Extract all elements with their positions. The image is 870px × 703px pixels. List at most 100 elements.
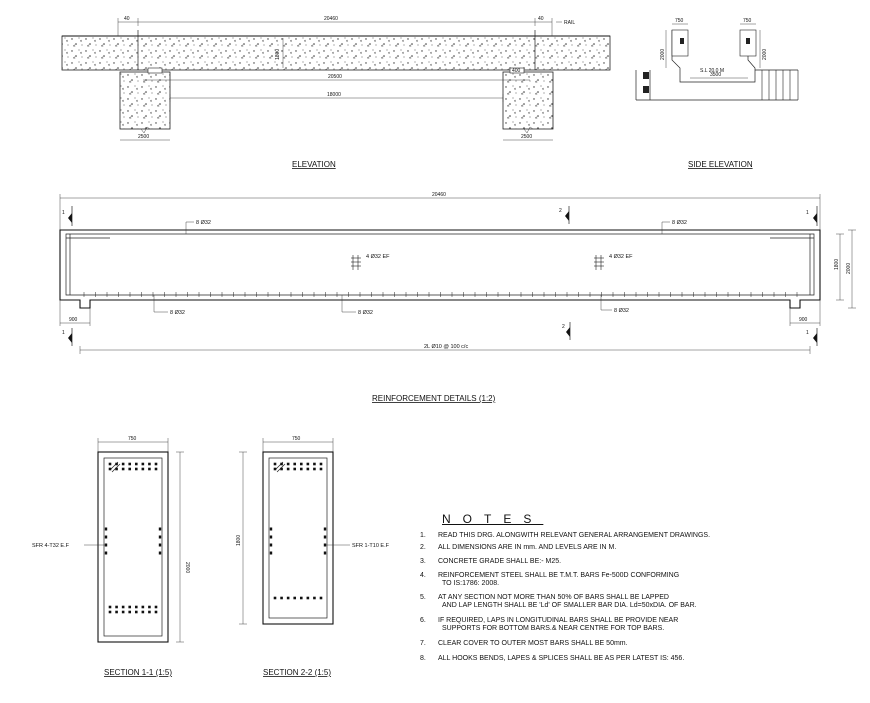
reinf-bottom-bar-left: 8 Ø32 [170,310,185,316]
sec1-side-bar [158,527,162,531]
elev-dim-clear-inner: 18000 [327,92,341,98]
sec2-bottom-bar [299,596,303,600]
sec1-top-bar [121,462,125,466]
sec2-side-bar [323,543,327,547]
svg-text:1: 1 [62,330,65,336]
sec2-top-bar [286,467,290,471]
sec2-top-bar [319,467,323,471]
sec1-bottom-bar [154,605,158,609]
side-level-label: S.L 20.0 M [700,68,724,74]
note-line: ALL DIMENSIONS ARE IN mm. AND LEVELS ARE… [438,544,617,551]
reinf-dim-end-left: 900 [69,317,78,323]
notes-block: NOTES 1.READ THIS DRG. ALONGWITH RELEVAN… [420,512,860,662]
sec1-bottom-bar [134,610,138,614]
sec2-top-bar [293,467,297,471]
sec2-top-bar [306,467,310,471]
note-item: 6. IF REQUIRED, LAPS IN LONGITUDINAL BARS… [420,617,678,633]
sec2-bottom-bar [273,596,277,600]
note-line: TO IS:1786: 2008. [442,580,500,587]
sec2-side-bars [269,527,327,555]
sec1-bottom-bar [108,605,112,609]
sec2-bottom-bar [286,596,290,600]
elev-dim-top-total: 20460 [324,16,338,22]
note-line: CLEAR COVER TO OUTER MOST BARS SHALL BE … [438,640,628,647]
elevation-pier-left [119,71,171,130]
note-text: AT ANY SECTION NOT MORE THAN 50% OF BARS… [438,594,697,610]
sec2-side-bar [269,535,273,539]
sec2-bottom-bar [306,596,310,600]
note-number: 8. [420,655,426,662]
sec1-top-bar [141,462,145,466]
sec2-side-bar [323,551,327,555]
reinf-top-bar-right: 8 Ø32 [672,220,687,226]
reinf-dim-depth-outer: 2000 [846,263,852,274]
elevation-pier-right [502,71,554,130]
sec2-side-bar [269,543,273,547]
elevation-deck [61,35,611,71]
sec2-top-bar [280,462,283,466]
section-mark-1-bottom-left: 1 [62,328,73,346]
section-mark-2-bottom: 2 [562,322,571,340]
section-mark-1-top-right: 1 [806,206,818,226]
side-dim-width-left: 750 [675,18,684,24]
sec1-top-bar [154,462,158,466]
note-number: 6. [420,617,426,624]
note-text: CLEAR COVER TO OUTER MOST BARS SHALL BE … [438,640,628,648]
sec1-top-bar [134,467,138,471]
reinf-top-bar-left: 8 Ø32 [196,220,211,226]
sec2-dim-height: 1800 [236,535,242,546]
side-elevation-title: SIDE ELEVATION [688,160,753,169]
sec2-side-bar [269,527,273,531]
note-number: 2. [420,544,426,551]
sec1-bottom-bar [108,610,112,614]
note-text: IF REQUIRED, LAPS IN LONGITUDINAL BARS S… [438,617,678,633]
sec1-dim-height: 2000 [184,562,190,573]
section-2-view: 750 1800 SFR 1-T10 E.F SECTION 2-2 (1:5) [236,436,390,677]
section-mark-2-top: 2 [559,206,570,224]
section-2-title: SECTION 2-2 (1:5) [263,668,331,677]
svg-text:1: 1 [62,210,65,216]
note-text: CONCRETE GRADE SHALL BE:- M25. [438,558,561,566]
sec1-bottom-bar [141,605,145,609]
side-dim-span: 3500 [710,72,721,78]
sec2-top-bars [273,462,323,471]
section-mark-1-top-left: 1 [62,206,73,226]
sec1-side-bar [104,551,108,555]
sec2-side-bar [323,535,327,539]
sec2-top-bar [306,462,310,466]
sec2-top-bar [299,467,303,471]
note-line: IF REQUIRED, LAPS IN LONGITUDINAL BARS S… [438,617,679,624]
sec1-bottom-bar [148,605,151,609]
sec1-top-bar [148,462,151,466]
sec1-top-bar [108,467,112,471]
section-1-title: SECTION 1-1 (1:5) [104,668,172,677]
note-number: 4. [420,572,426,579]
note-text: REINFORCEMENT STEEL SHALL BE T.M.T. BARS… [438,572,679,588]
elev-dim-depth: 1800 [275,49,281,60]
sec1-top-bar [128,462,132,466]
sec2-top-bar [293,462,297,466]
reinforcement-view: 20460 8 Ø32 8 Ø32 4 Ø32 EF 4 Ø32 EF 8 Ø3… [59,192,856,403]
reinf-stirrup-label: 2L Ø10 @ 100 c/c [424,344,468,350]
sec2-bottom-bar [319,596,323,600]
sec1-bottom-bar [154,610,158,614]
elev-dim-top-left: 40 [124,16,130,22]
sec1-top-bar [134,462,138,466]
note-number: 5. [420,594,426,601]
note-line: ALL HOOKS BENDS, LAPES & SPLICES SHALL B… [438,655,685,662]
sec1-bottom-bar [115,605,118,609]
sec2-top-bar [313,462,316,466]
note-item: 7.CLEAR COVER TO OUTER MOST BARS SHALL B… [420,640,628,648]
svg-text:2: 2 [559,208,562,214]
reinf-side-bars-right [594,255,604,270]
svg-text:1: 1 [806,330,809,336]
note-number: 3. [420,558,426,565]
note-number: 1. [420,532,426,539]
note-text: ALL HOOKS BENDS, LAPES & SPLICES SHALL B… [438,655,684,663]
sec2-bottom-bar [280,596,283,600]
sec2-side-label: SFR 1-T10 E.F [352,543,390,549]
note-line: AT ANY SECTION NOT MORE THAN 50% OF BARS… [438,594,669,601]
reinforcement-title: REINFORCEMENT DETAILS (1:2) [372,394,496,403]
note-line: CONCRETE GRADE SHALL BE:- M25. [438,558,562,565]
